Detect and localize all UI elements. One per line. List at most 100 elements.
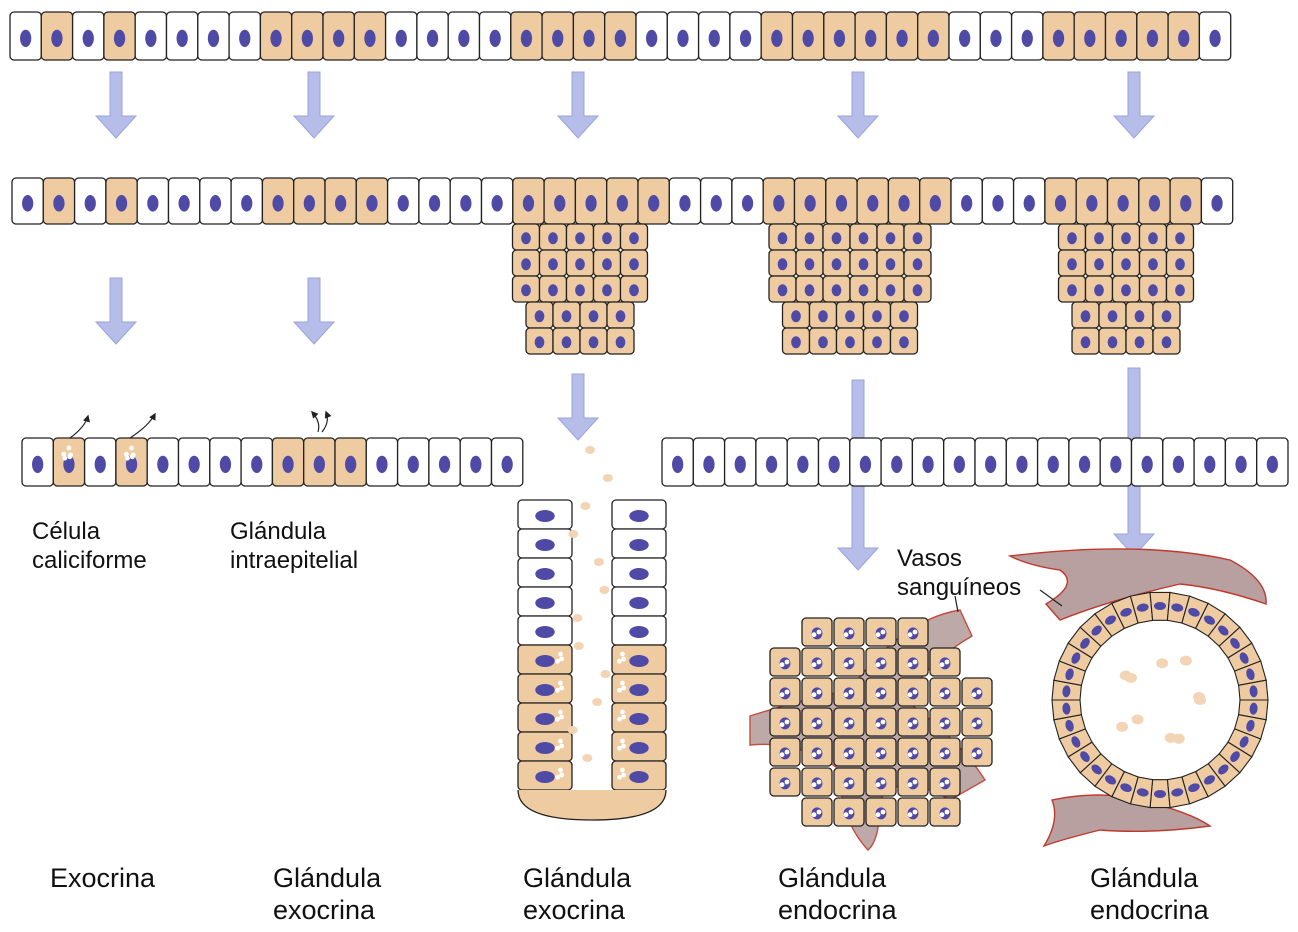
nucleus — [114, 30, 125, 47]
nucleus — [818, 310, 828, 322]
bottom-label-col2-line1: Glándula — [273, 862, 381, 894]
nucleus — [954, 456, 965, 473]
epithelial-cell — [169, 178, 200, 224]
epithelial-cell — [513, 178, 544, 224]
secretory-granule — [844, 662, 849, 667]
nucleus — [629, 626, 648, 638]
intraepithelial-label-line2: intraepitelial — [230, 547, 358, 576]
nucleus — [1067, 284, 1077, 296]
secretory-granule — [913, 780, 918, 785]
nucleus — [773, 195, 784, 212]
epithelial-cell — [888, 178, 919, 224]
epithelial-cell — [147, 438, 178, 486]
endocrine-cell — [802, 738, 832, 766]
epithelial-cell — [450, 178, 481, 224]
secretory-granule — [555, 659, 560, 664]
nucleus — [742, 195, 753, 212]
nucleus — [535, 568, 554, 580]
endocrine-cell — [802, 678, 832, 706]
secretory-granule — [876, 632, 881, 637]
secretory-granule — [621, 773, 626, 778]
duct-cell — [518, 645, 572, 674]
nucleus — [1211, 195, 1222, 212]
nucleus — [1081, 310, 1091, 322]
secretory-granule — [620, 710, 625, 715]
nucleus — [832, 232, 842, 244]
secretory-granule — [817, 690, 822, 695]
secretory-granule — [913, 810, 918, 815]
endocrine-cell — [802, 708, 832, 736]
secretory-granule — [876, 812, 881, 817]
epithelial-cell — [638, 178, 669, 224]
nucleus — [836, 195, 847, 212]
secretory-granule — [617, 688, 622, 693]
gland-bud-cell — [567, 276, 594, 302]
epithelial-cell — [1014, 178, 1045, 224]
gland-bud-cell — [877, 224, 904, 250]
endocrine-cell — [962, 708, 992, 736]
secretory-granule — [67, 446, 72, 451]
secretory-granule — [844, 752, 849, 757]
nucleus — [460, 195, 471, 212]
secretory-granule — [817, 750, 822, 755]
secretory-granule — [620, 739, 625, 744]
nucleus — [1024, 195, 1035, 212]
nucleus — [1154, 602, 1166, 610]
secretory-granule — [945, 720, 950, 725]
nucleus — [1175, 284, 1185, 296]
nucleus — [83, 30, 94, 47]
nucleus — [1079, 456, 1090, 473]
endocrine-cell — [930, 678, 960, 706]
epithelial-cell — [819, 438, 850, 486]
secretory-granule — [780, 722, 785, 727]
epithelial-cell — [756, 438, 787, 486]
nucleus — [523, 195, 534, 212]
epithelial-cell — [1043, 12, 1074, 60]
nucleus — [896, 30, 907, 47]
gland-bud-cell — [1126, 328, 1153, 354]
gland-bud-cell — [1140, 276, 1167, 302]
epithelial-cell — [693, 438, 724, 486]
gland-bud-cell — [891, 328, 918, 354]
nucleus — [1118, 195, 1129, 212]
gland-bud-cell — [1113, 224, 1140, 250]
gland-bud-cell — [796, 224, 823, 250]
nucleus — [241, 195, 252, 212]
nucleus — [859, 232, 869, 244]
nucleus — [735, 456, 746, 473]
nucleus — [535, 310, 545, 322]
nucleus — [1147, 30, 1158, 47]
secretory-granule — [620, 681, 625, 686]
nucleus — [629, 742, 648, 754]
nucleus — [535, 539, 554, 551]
secretory-granule — [785, 720, 790, 725]
nucleus — [1110, 456, 1121, 473]
secretory-granule — [876, 692, 881, 697]
follicle-cell — [1150, 592, 1170, 620]
epithelial-cell — [1168, 12, 1199, 60]
nucleus — [616, 336, 626, 348]
secretory-granule — [972, 722, 977, 727]
nucleus — [679, 195, 690, 212]
duct-cell — [612, 674, 666, 703]
secretory-granule — [908, 722, 913, 727]
epithelial-cell — [229, 12, 260, 60]
nucleus — [562, 310, 572, 322]
endocrine-cell — [930, 648, 960, 676]
secretion-droplet — [568, 530, 578, 538]
duct-cell — [612, 732, 666, 761]
nucleus — [1094, 284, 1104, 296]
epithelial-cell — [787, 438, 818, 486]
nucleus — [913, 258, 923, 270]
endocrine-cell — [866, 678, 896, 706]
epithelial-cell — [1006, 438, 1037, 486]
epithelial-cell — [460, 438, 491, 486]
gland-bud-cell — [607, 328, 634, 354]
nucleus — [554, 195, 565, 212]
secretory-granule — [617, 717, 622, 722]
secretory-granule — [558, 681, 563, 686]
nucleus — [629, 568, 648, 580]
secretory-granule — [849, 810, 854, 815]
down-arrow-icon — [294, 278, 334, 344]
epithelial-cell — [354, 12, 385, 60]
